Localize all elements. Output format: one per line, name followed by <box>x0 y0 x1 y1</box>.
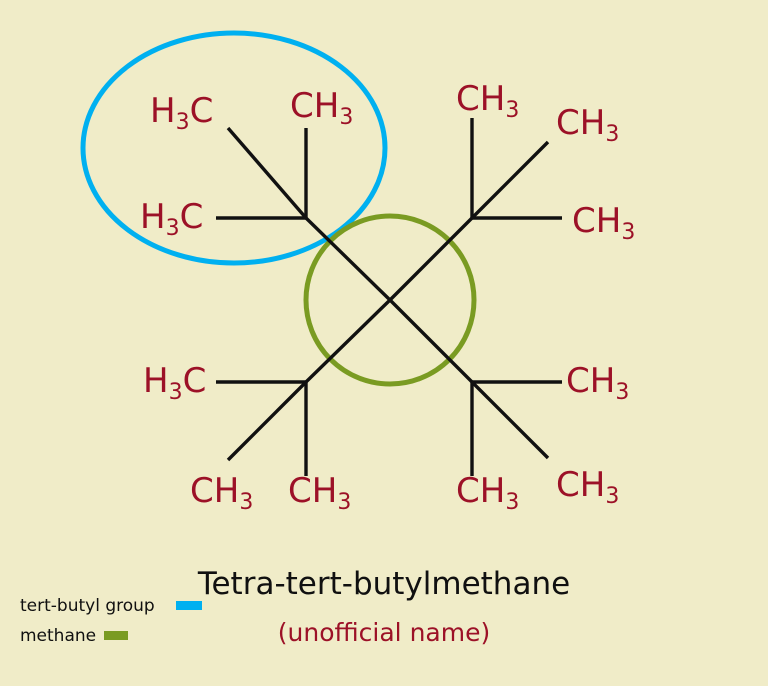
methyl-bond-upper-right-4 <box>470 140 550 220</box>
methyl-label-m10: CH3 <box>566 361 629 405</box>
methyl-label-m3: H3C <box>140 197 203 241</box>
methyl-label-m9: CH3 <box>288 471 351 515</box>
core-bond-C-upper-left <box>304 216 392 302</box>
legend-label-0: tert-butyl group <box>20 596 155 616</box>
methyl-label-m2: CH3 <box>290 86 353 130</box>
methyl-label-m11: CH3 <box>456 471 519 515</box>
methyl-label-m4: CH3 <box>456 79 519 123</box>
page-title: Tetra-tert-butylmethane <box>197 566 570 602</box>
highlight-layer <box>80 30 477 387</box>
core-bond-C-lower-right <box>388 298 474 384</box>
page-subtitle: (unofficial name) <box>278 618 490 647</box>
core-bond-layer <box>304 216 474 384</box>
methyl-bond-layer <box>216 118 562 476</box>
methyl-bond-lower-left-7 <box>226 380 308 462</box>
legend-swatch-1 <box>104 631 128 640</box>
methyl-label-m6: CH3 <box>572 201 635 245</box>
legend-label-1: methane <box>20 626 96 646</box>
tert-butyl-group-highlight <box>80 30 388 266</box>
legend: tert-butyl group methane <box>20 596 202 646</box>
methyl-label-m7: H3C <box>143 361 206 405</box>
core-bond-C-upper-right <box>388 216 474 302</box>
legend-item-0: tert-butyl group <box>20 596 202 616</box>
legend-swatch-0 <box>176 601 202 610</box>
methyl-label-m1: H3C <box>150 91 213 135</box>
methane-core-highlight <box>303 213 477 387</box>
core-bond-C-lower-left <box>304 298 392 384</box>
methyl-label-m8: CH3 <box>190 471 253 515</box>
methyl-bond-lower-right-11 <box>470 380 550 460</box>
legend-item-1: methane <box>20 626 128 646</box>
methyl-label-m12: CH3 <box>556 465 619 509</box>
methyl-bond-upper-left-0 <box>226 126 308 220</box>
methyl-label-m5: CH3 <box>556 103 619 147</box>
